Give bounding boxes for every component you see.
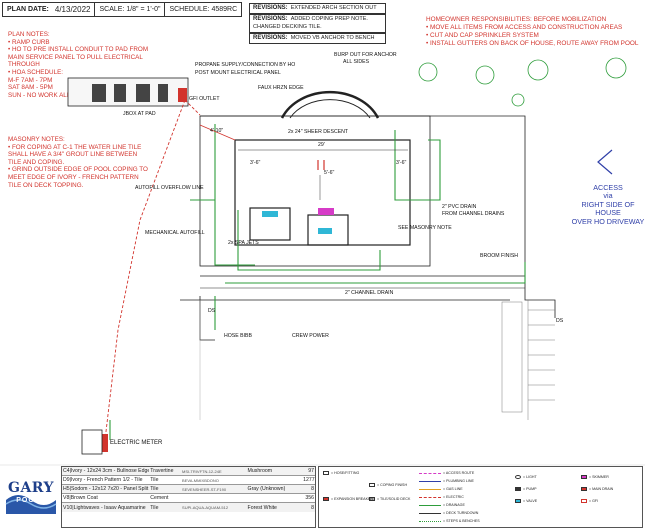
label-from-channel: FROM CHANNEL DRAINS [442,211,505,217]
masonry-notes-heading: MASONRY NOTES: [8,136,65,143]
company-logo: GARY POOLS [2,466,60,528]
label-propane: PROPANE SUPPLY/CONNECTION BY HO [195,62,296,68]
plumbing-line-2 [237,210,381,271]
label-broom-finish: BROOM FINISH [480,253,519,259]
label-masonry-note: SEE MASONRY NOTE [398,225,452,231]
label-hose-bibb: HOSE BIBB [224,333,252,339]
label-autofill-overflow: AUTOFILL OVERFLOW LINE [135,185,204,191]
legend-item: = PLUMBING LINE [419,479,474,483]
label-dim-4-10: 4'-10" [210,128,224,134]
property-line [200,115,556,318]
label-dim-5-6: 5'-6" [324,170,335,176]
legend-item: = ELECTRIC [419,495,464,499]
label-electric-meter: ELECTRIC METER [110,440,163,446]
legend-item: = GFI [581,499,598,503]
label-all-sides: ALL SIDES [343,59,370,65]
legend-item: = VALVE [515,499,537,503]
stairs [501,301,523,413]
spa-bench [318,208,334,215]
label-gfi: GFI OUTLET [189,96,220,102]
legend-item: = SKIMMER [581,475,609,479]
legend-item: = COPING FINISH [369,483,407,487]
revision-1: REVISIONS:EXTENDED ARCH SECTION OUT [249,3,386,14]
label-channel-drain: 2" CHANNEL DRAIN [345,290,394,296]
logo-text: GARY [7,480,55,496]
legend-item: = DRAINAGE [419,503,465,507]
legend-item: = MAIN DRAIN [581,487,613,491]
legend-item: = PUMP [515,487,536,491]
legend-item: = EXPANSION BREAKER [323,497,373,501]
homeowner-heading: HOMEOWNER RESPONSIBILITIES: BEFORE MOBIL… [426,16,607,23]
patio-outline [199,115,431,267]
label-dim-29: 29' [318,142,325,148]
label-ds-right: DS [556,318,564,324]
plan-date: PLAN DATE: 4/13/2022 [3,3,96,16]
equipment-pad [67,77,189,107]
label-dim-3-6-left: 3'-6" [250,160,261,166]
plan-notes: PLAN NOTES: • RAMP CURB • HO TO PRE INST… [8,31,178,99]
masonry-notes: MASONRY NOTES: • FOR COPING AT C-1 THE W… [8,136,183,189]
legend-item: = LIGHT [515,475,537,479]
label-burp-out: BURP OUT FOR ANCHOR [334,52,397,58]
label-ds-left: DS [208,308,216,314]
tree-2 [475,65,495,85]
legend-item: = ACCESS ROUTE [419,471,474,475]
tree-4 [605,57,627,79]
label-post-mount: POST MOUNT ELECTRICAL PANEL [195,70,281,76]
label-crew-power: CREW POWER [292,333,329,339]
label-mechanical-autofill: MECHANICAL AUTOFILL [145,230,205,236]
electric-line [104,99,186,441]
label-pvc-drain: 2" PVC DRAIN [442,204,477,210]
scale: SCALE: 1/8" = 1'-0" [95,3,166,16]
logo-subtext: POOLS [16,497,46,504]
channel-drain-line [225,262,526,284]
arch-edge [280,90,380,119]
plan-notes-heading: PLAN NOTES: [8,31,50,38]
gary-pools-logo [5,495,57,514]
homeowner-responsibilities: HOMEOWNER RESPONSIBILITIES: BEFORE MOBIL… [426,16,639,47]
plan-date-label: PLAN DATE: [7,6,49,13]
label-jbox: JBOX AT PAD [123,111,156,117]
plumbing-line-3 [394,130,441,201]
label-spa-jets: 2x SPA JETS [228,240,259,246]
electric-meter-box [81,429,103,455]
label-dim-3-6-right: 3'-6" [396,160,407,166]
legend-item: = DECK TURNDOWN [419,511,478,515]
label-sheer-descent: 2x 24" SHEER DESCENT [288,129,349,135]
tree-3 [527,59,549,81]
symbol-legend: = ACCESS ROUTE = PLUMBING LINE = GAS LIN… [318,466,643,528]
spa-left [249,207,291,241]
title-block: PLAN DATE: 4/13/2022 SCALE: 1/8" = 1'-0"… [2,2,243,17]
plan-date-value: 4/13/2022 [54,5,91,14]
legend-item: = GAS LINE [419,487,463,491]
plumbing-line-1 [214,124,255,266]
legend-item: = HOSE/FITTING [323,471,359,475]
access-note: ACCESS via RIGHT SIDE OF HOUSE OVER HO D… [571,183,645,226]
label-faux-edge: FAUX HRZN EDGE [258,85,304,91]
schedule-id: SCHEDULE: 4589RC [169,6,238,13]
legend-item: = TILE/SOLID DECK [369,497,410,501]
tree-1 [418,62,438,82]
legend-item: = STEPS & BENCHES [419,519,480,523]
revision-2: REVISIONS:ADDED COPING PREP NOTE.CHANGED… [249,14,386,33]
access-arrow [597,149,613,175]
revision-3: REVISIONS:MOVED VB ANCHOR TO BENCH [249,33,386,44]
